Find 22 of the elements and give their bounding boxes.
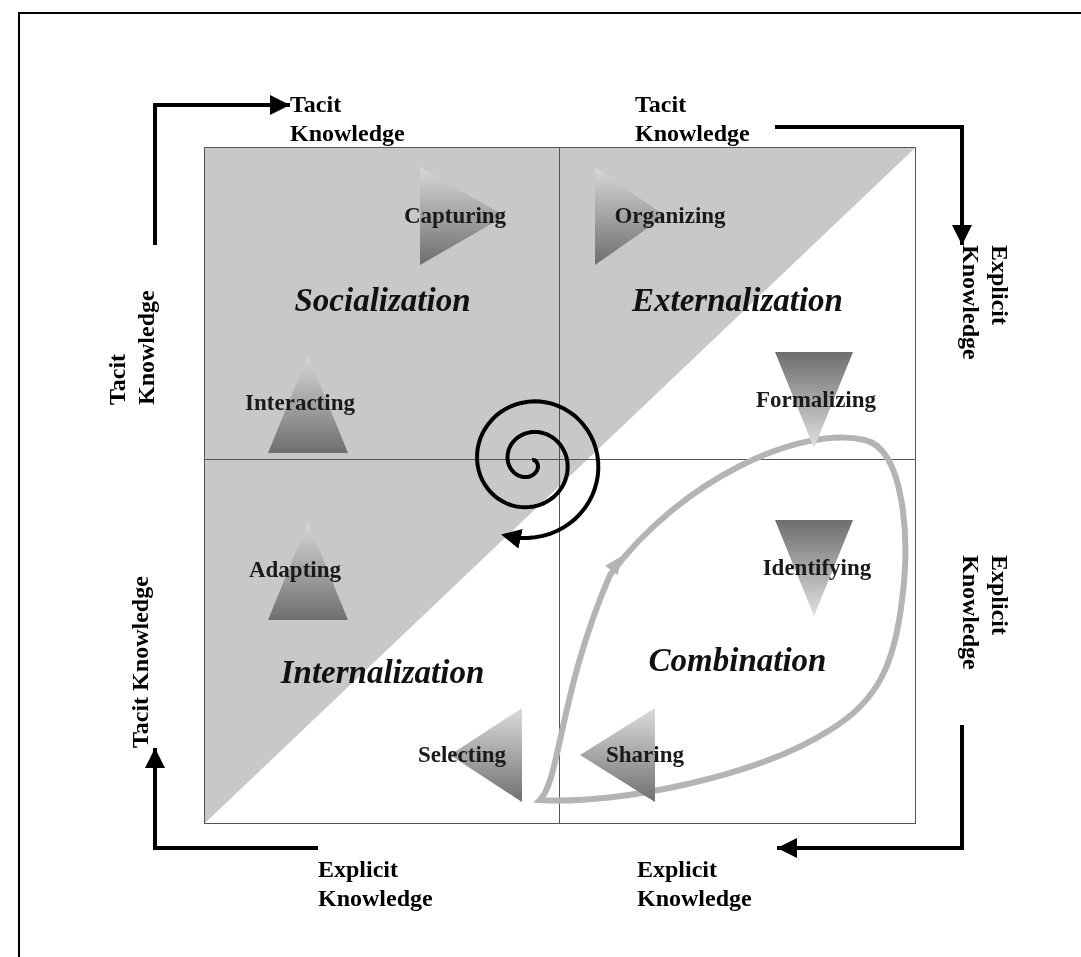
quadrant-panel <box>205 460 560 823</box>
step-label: Organizing <box>614 201 726 230</box>
knowledge-label: Tacit Knowledge <box>635 90 775 148</box>
step-label: Formalizing <box>755 385 877 414</box>
knowledge-label: Explicit Knowledge <box>637 855 777 913</box>
knowledge-label: Explicit Knowledge <box>954 245 1016 415</box>
step-label: Interacting <box>245 388 355 417</box>
knowledge-label: Tacit Knowledge <box>123 508 157 748</box>
knowledge-label: Tacit Knowledge <box>101 245 163 405</box>
flow-arrow <box>145 748 318 850</box>
step-label: Adapting <box>248 555 341 584</box>
quadrant-panel <box>205 148 560 460</box>
knowledge-label: Tacit Knowledge <box>290 90 430 148</box>
knowledge-label: Explicit Knowledge <box>954 555 1016 725</box>
quadrant-title: Externalization <box>632 281 843 320</box>
quadrant-title: Internalization <box>280 653 485 692</box>
quadrant-title: Socialization <box>294 281 471 320</box>
quadrant-panel <box>560 148 915 460</box>
step-label: Capturing <box>403 201 507 230</box>
flow-arrow <box>153 95 290 245</box>
flow-arrow <box>775 125 972 245</box>
knowledge-label: Explicit Knowledge <box>318 855 458 913</box>
